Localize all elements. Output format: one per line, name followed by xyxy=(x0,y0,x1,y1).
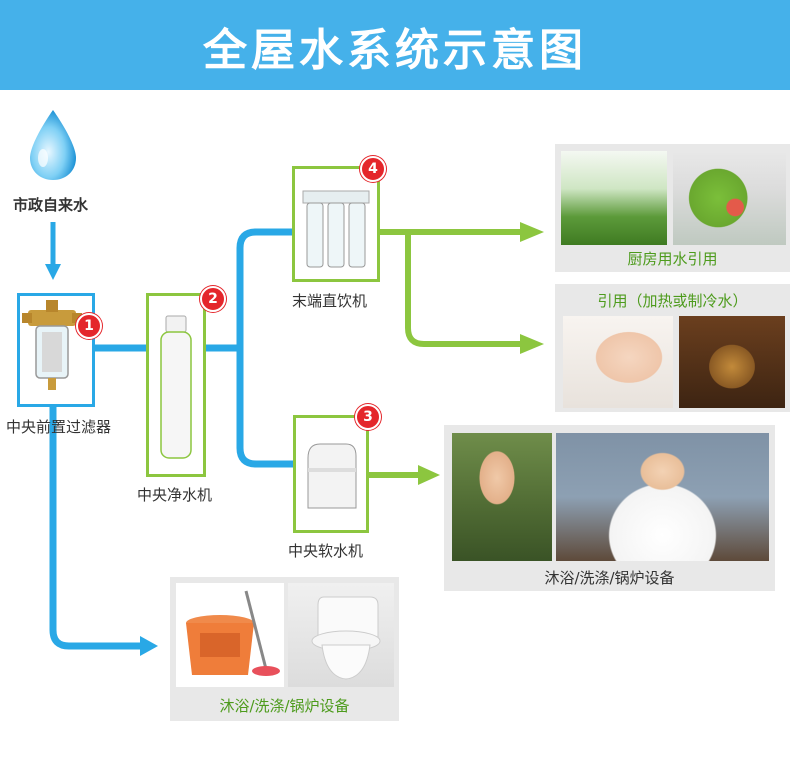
bottom-output-label: 沐浴/洗涤/锅炉设备 xyxy=(219,697,350,715)
prefilter-label: 中央前置过滤器 xyxy=(6,418,112,436)
drinking-output-panel: 引用（加热或制冷水） xyxy=(555,284,790,412)
softener-label: 中央软水机 xyxy=(288,542,364,560)
child-bathtub-photo xyxy=(556,433,769,561)
drinking-output-label: 引用（加热或制冷水） xyxy=(597,292,748,310)
tea-photo xyxy=(679,316,785,408)
pipe-to-bottom-output xyxy=(49,402,140,650)
page-title: 全屋水系统示意图 xyxy=(203,25,587,76)
vegetables-photo xyxy=(561,151,667,245)
pipe-to-softener xyxy=(236,447,294,468)
bath-output-panel: 沐浴/洗涤/锅炉设备 xyxy=(444,425,775,591)
softener-box xyxy=(293,415,369,533)
device-badge-2: 2 xyxy=(200,286,226,312)
title-banner: 全屋水系统示意图 xyxy=(0,0,790,90)
purifier-icon xyxy=(160,315,192,459)
drinking-arrow-icon xyxy=(520,334,544,354)
toilet-photo xyxy=(288,583,394,687)
pipe-to-drinking-unit xyxy=(236,228,294,448)
kitchen-output-label: 厨房用水引用 xyxy=(627,250,718,268)
baby-photo xyxy=(563,316,673,408)
pipe-to-drinking xyxy=(405,232,520,347)
bath-output-label: 沐浴/洗涤/锅炉设备 xyxy=(544,569,675,587)
bottom-output-panel: 沐浴/洗涤/锅炉设备 xyxy=(170,577,399,721)
mop-bucket-photo xyxy=(176,583,284,687)
source-arrow-icon xyxy=(45,264,61,280)
source-label: 市政自来水 xyxy=(13,196,89,214)
washing-vegetables-photo xyxy=(673,151,786,245)
device-badge-4: 4 xyxy=(360,156,386,182)
bottom-arrow-icon xyxy=(140,636,158,656)
woman-bathing-photo xyxy=(452,433,552,561)
purifier-label: 中央净水机 xyxy=(137,486,213,504)
prefilter-icon xyxy=(22,300,82,390)
softener-icon xyxy=(307,443,357,509)
bath-arrow-icon xyxy=(418,465,440,485)
drinking-unit-box xyxy=(292,166,380,282)
purifier-box xyxy=(146,293,206,477)
kitchen-output-panel: 厨房用水引用 xyxy=(555,144,790,272)
device-badge-1: 1 xyxy=(76,313,102,339)
kitchen-arrow-icon xyxy=(520,222,544,242)
drinking-unit-icon xyxy=(302,190,370,268)
device-badge-3: 3 xyxy=(355,404,381,430)
prefilter-box xyxy=(17,293,95,407)
drinking-unit-label: 末端直饮机 xyxy=(292,292,368,310)
water-drop-icon xyxy=(30,110,76,180)
